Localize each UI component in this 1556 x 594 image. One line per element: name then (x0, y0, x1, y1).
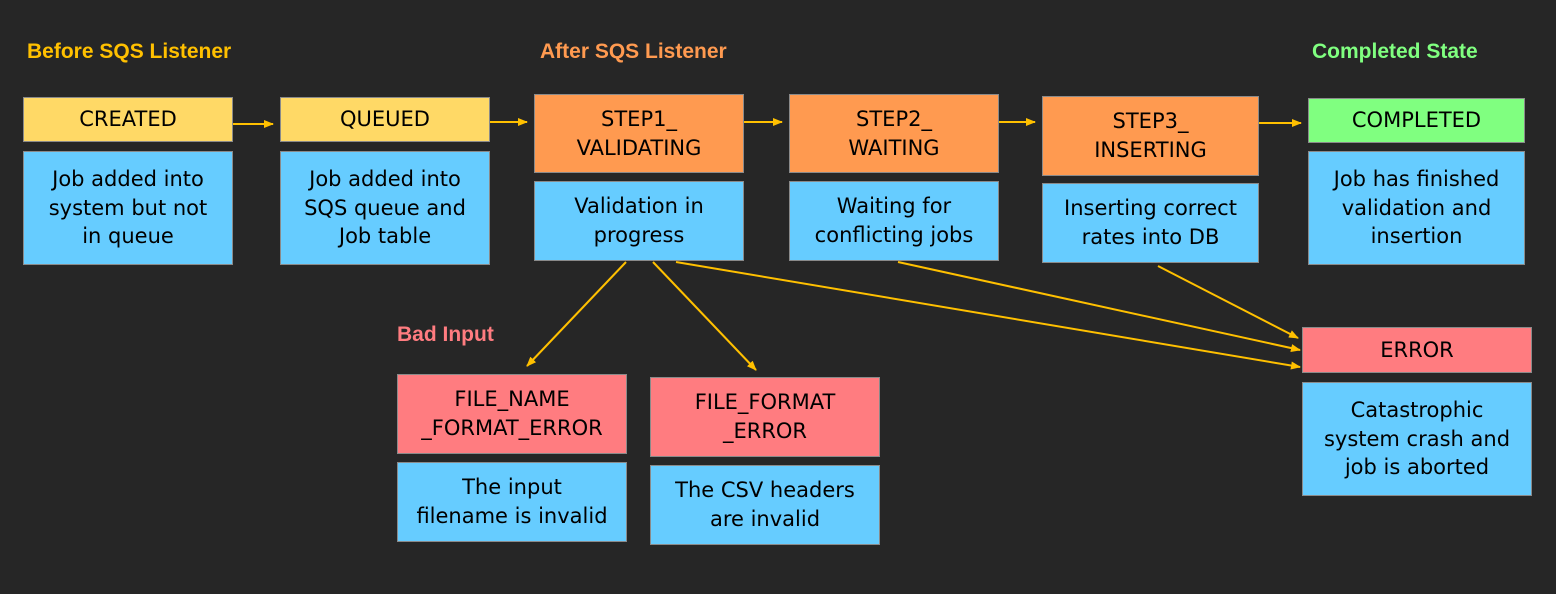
section-label-completed: Completed State (1312, 40, 1478, 63)
state-step1-validating: STEP1_ VALIDATING (534, 94, 744, 173)
state-file-format-error: FILE_FORMAT _ERROR (650, 377, 880, 457)
state-step3-inserting: STEP3_ INSERTING (1042, 96, 1259, 176)
arrow-step1-to-file-name-error (526, 261, 627, 367)
section-label-bad-input: Bad Input (397, 323, 494, 346)
state-completed: COMPLETED (1308, 98, 1525, 143)
state-step3-description: Inserting correct rates into DB (1042, 183, 1259, 263)
arrow-step3-to-error (1157, 265, 1299, 339)
state-queued: QUEUED (280, 97, 490, 142)
section-label-after-sqs: After SQS Listener (540, 40, 727, 63)
section-label-before-sqs: Before SQS Listener (27, 40, 232, 63)
state-step2-waiting: STEP2_ WAITING (789, 94, 999, 173)
state-queued-description: Job added into SQS queue and Job table (280, 151, 490, 265)
state-step1-description: Validation in progress (534, 181, 744, 261)
state-file-format-error-description: The CSV headers are invalid (650, 465, 880, 545)
arrow-step1-to-file-format-error (652, 261, 757, 371)
state-error-description: Catastrophic system crash and job is abo… (1302, 382, 1532, 496)
state-completed-description: Job has finished validation and insertio… (1308, 151, 1525, 265)
state-error: ERROR (1302, 327, 1532, 373)
state-created: CREATED (23, 97, 233, 142)
state-file-name-format-error-description: The input filename is invalid (397, 462, 627, 542)
arrow-step2-to-error (897, 261, 1301, 352)
state-created-description: Job added into system but not in queue (23, 151, 233, 265)
arrow-step1-to-error (675, 261, 1301, 370)
state-file-name-format-error: FILE_NAME _FORMAT_ERROR (397, 374, 627, 454)
state-step2-description: Waiting for conflicting jobs (789, 181, 999, 261)
